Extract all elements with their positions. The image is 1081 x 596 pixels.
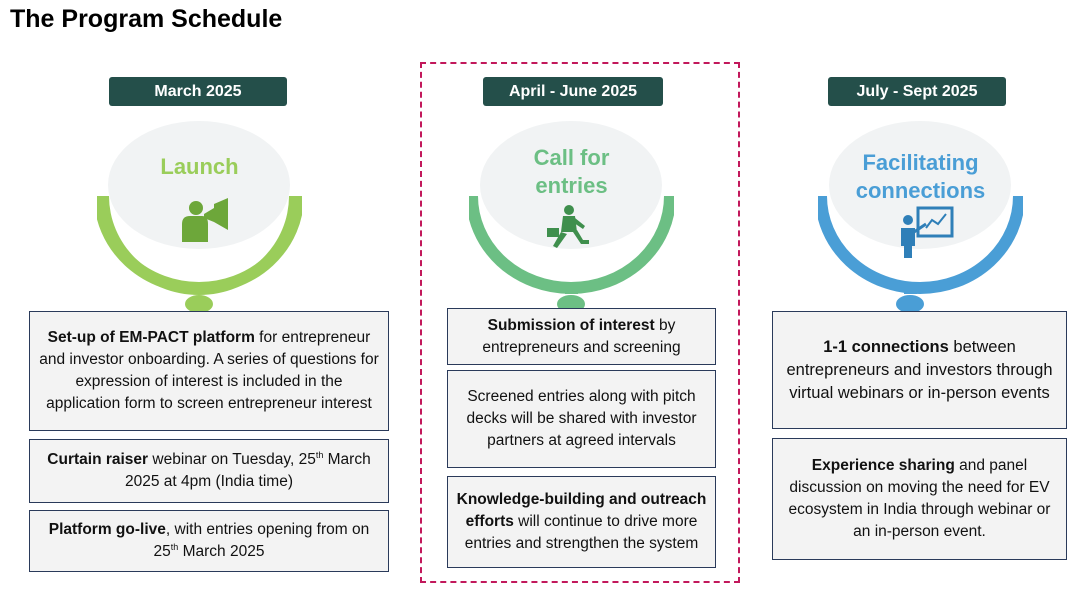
date-pill-march: March 2025	[109, 77, 287, 106]
date-pill-july-sept: July - Sept 2025	[828, 77, 1006, 106]
current-phase-highlight	[420, 62, 740, 583]
info-box-platform-go-live: Platform go-live, with entries opening f…	[29, 510, 389, 572]
stage-bowl-launch: Launch	[94, 118, 304, 316]
stage-bowl-call-for-entries: Call for entries	[466, 118, 676, 316]
stage-heading-launch: Launch	[160, 154, 239, 179]
stage-heading-facilitating-connections: Facilitating connections	[855, 150, 986, 203]
running-businessman-icon	[547, 205, 589, 248]
info-box-experience-sharing: Experience sharing and panel discussion …	[772, 438, 1067, 560]
megaphone-person-icon	[182, 198, 228, 242]
page-title: The Program Schedule	[10, 5, 283, 33]
stage-bowl-facilitating-connections: Facilitating connections	[815, 118, 1025, 316]
presenter-board-icon	[901, 206, 954, 258]
date-pill-april-june: April - June 2025	[483, 77, 663, 106]
info-box-curtain-raiser: Curtain raiser webinar on Tuesday, 25th …	[29, 439, 389, 503]
info-box-screened-entries: Screened entries along with pitch decks …	[447, 370, 716, 468]
bowl-shape	[94, 121, 304, 313]
stage-heading-call-for-entries: Call for entries	[533, 145, 610, 198]
info-box-one-on-one-connections: 1-1 connections between entrepreneurs an…	[772, 311, 1067, 429]
info-box-submission: Submission of interest by entrepreneurs …	[447, 308, 716, 365]
info-box-platform-setup: Set-up of EM-PACT platform for entrepren…	[29, 311, 389, 431]
bowl-shape	[815, 121, 1025, 313]
info-box-knowledge-building: Knowledge-building and outreach efforts …	[447, 476, 716, 568]
